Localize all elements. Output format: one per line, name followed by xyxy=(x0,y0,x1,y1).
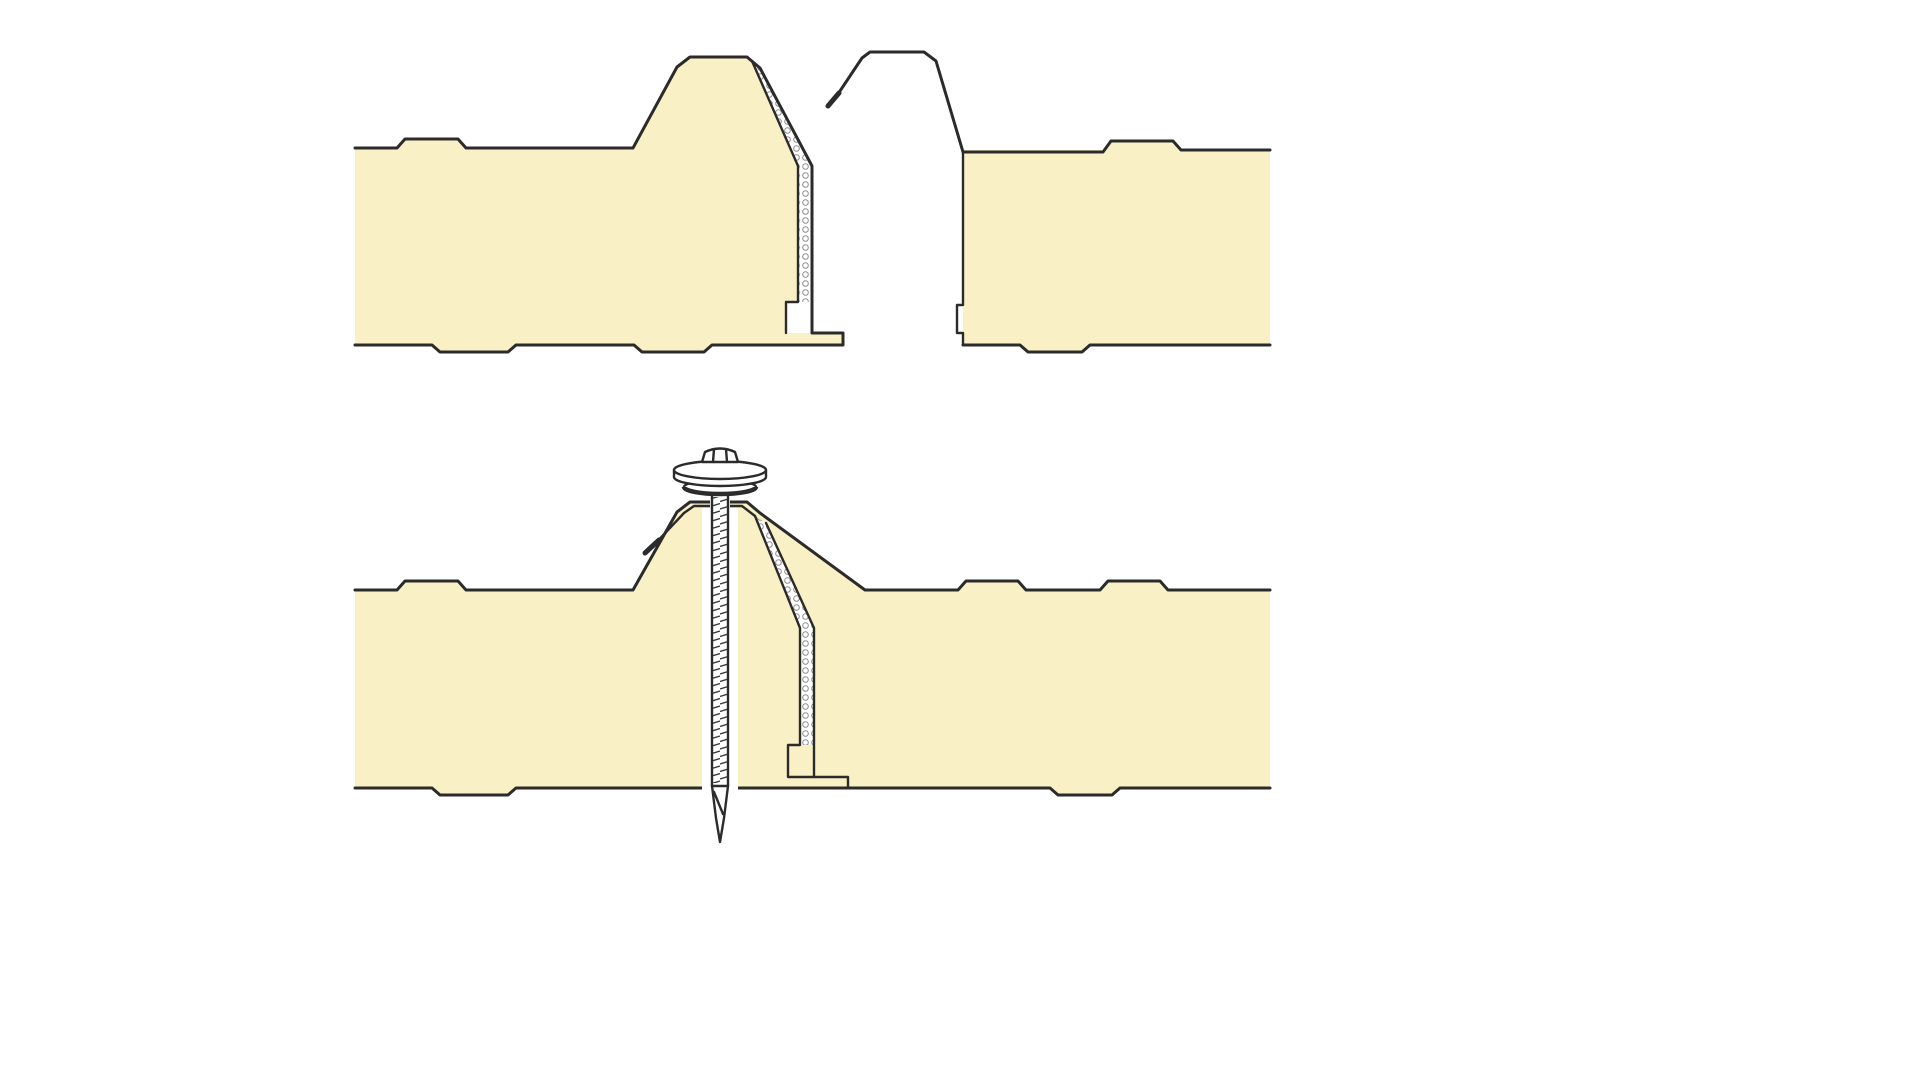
gasket-outer-edge xyxy=(764,521,816,779)
screw-fastener xyxy=(672,447,768,844)
joined-bottom-outline xyxy=(353,786,1272,797)
screw-shank-sides xyxy=(710,488,730,788)
gasket-strip-joined xyxy=(757,517,814,745)
right-panel-foam xyxy=(963,141,1270,352)
screw-hex-facets xyxy=(711,447,729,464)
gasket-strip-dots xyxy=(757,517,814,745)
left-panel-sheet-joined xyxy=(650,504,850,790)
screw-thread-texture xyxy=(711,497,729,783)
bottom-detail-joined xyxy=(353,447,1272,844)
screw-hex-head xyxy=(700,447,740,464)
gasket-strip-dots xyxy=(752,61,812,302)
sheet-cut-edge-tick-top xyxy=(825,90,842,109)
sheet-cut-edge-tick-bottom xyxy=(642,537,662,556)
sealing-washer-compressed-edge xyxy=(681,486,759,497)
right-panel-left-edge xyxy=(955,150,965,347)
right-panel-bottom-outline xyxy=(961,343,1272,354)
gasket-strip xyxy=(752,61,812,302)
left-panel-foam xyxy=(355,57,843,352)
left-panel-sheet-inner-line xyxy=(750,59,800,335)
screw-tip-flute xyxy=(712,790,725,816)
flange-washer xyxy=(672,459,768,481)
joined-top-outline xyxy=(353,500,1272,592)
left-panel-outline xyxy=(353,55,845,354)
top-detail-separated xyxy=(353,50,1272,354)
right-panel-rib-sheet xyxy=(834,50,1272,154)
